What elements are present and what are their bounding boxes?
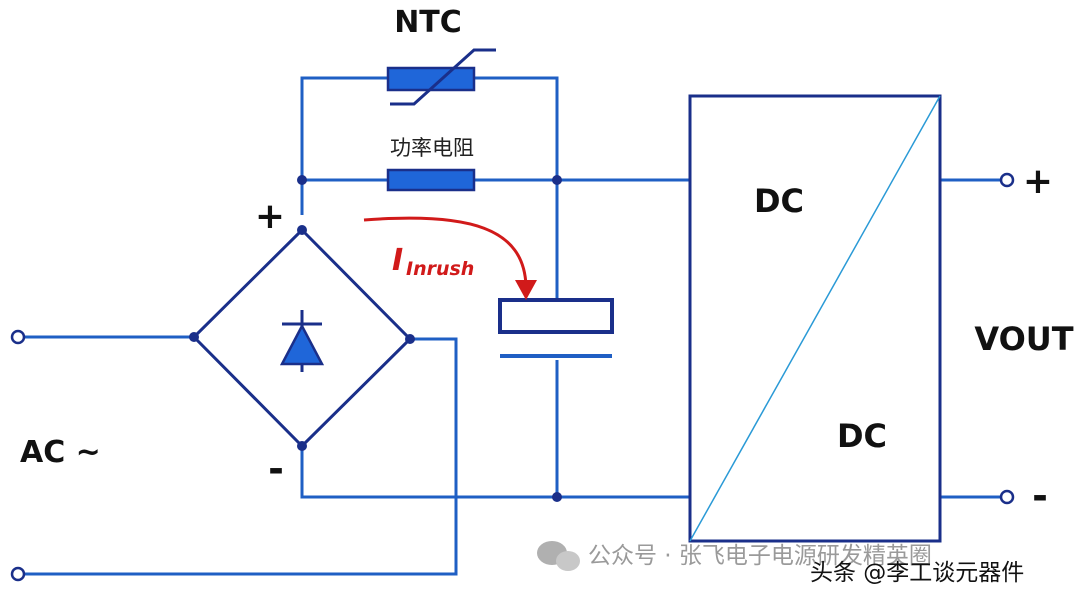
inrush-label-main: I — [392, 243, 403, 278]
wechat-icon — [537, 541, 580, 571]
dc-dc-converter — [688, 94, 942, 543]
capacitor — [498, 298, 614, 358]
power-resistor-label: 功率电阻 — [390, 136, 474, 160]
bridge-plus-label: + — [255, 196, 285, 237]
out-minus-label: - — [1032, 474, 1048, 518]
dc-top-label: DC — [754, 182, 804, 220]
junction-dot — [189, 332, 199, 342]
inrush-arrow-icon — [363, 216, 537, 300]
ac-input-wire-2 — [24, 337, 458, 576]
toutiao-watermark: 头条 @李工谈元器件 — [810, 560, 1024, 586]
bottom-rail-wire — [300, 446, 690, 499]
ntc-branch-wire — [300, 76, 559, 215]
inrush-label-sub: Inrush — [406, 258, 474, 280]
bridge-minus-label: - — [268, 447, 284, 491]
junction-dot — [297, 441, 307, 451]
ntc-thermistor — [386, 48, 496, 106]
junction-dot — [297, 225, 307, 235]
ac-terminal-2 — [10, 566, 26, 582]
power-resistor — [386, 168, 476, 192]
dc-bottom-label: DC — [837, 417, 887, 455]
out-plus-terminal — [999, 172, 1015, 188]
ac-terminal-1 — [10, 329, 26, 345]
wechat-watermark: 公众号 · 张飞电子电源研发精英圈 — [588, 543, 932, 569]
junction-dot — [297, 175, 307, 185]
ac-label: AC ~ — [20, 435, 101, 470]
junction-dot — [552, 175, 562, 185]
out-plus-label: + — [1023, 161, 1053, 202]
diode-icon — [279, 310, 325, 372]
ntc-label: NTC — [394, 5, 462, 40]
vout-label: VOUT — [974, 320, 1073, 358]
junction-dot — [405, 334, 415, 344]
junction-dot — [552, 492, 562, 502]
out-minus-terminal — [999, 489, 1015, 505]
